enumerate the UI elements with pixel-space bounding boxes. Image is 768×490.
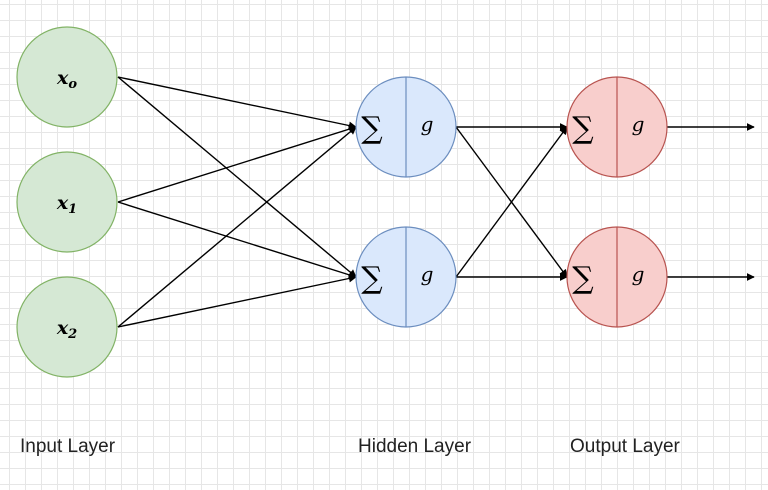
edges-hidden-output bbox=[455, 123, 568, 281]
var-base: x bbox=[56, 67, 69, 89]
input-node-circle bbox=[16, 26, 118, 128]
var-base: x bbox=[56, 192, 69, 214]
sum-symbol: ∑ bbox=[361, 261, 383, 296]
input-node-x2[interactable]: x2 bbox=[16, 276, 118, 378]
edge-x2-h2 bbox=[117, 274, 357, 328]
sum-symbol: ∑ bbox=[361, 111, 383, 146]
edge-h2-o1 bbox=[455, 126, 568, 278]
input-node-circle bbox=[16, 151, 118, 253]
input-node-x1[interactable]: x1 bbox=[16, 151, 118, 253]
input-node-label: x1 bbox=[56, 192, 77, 217]
activation-symbol: g bbox=[632, 112, 645, 136]
sum-symbol: ∑ bbox=[572, 111, 594, 146]
output-layer-label: Output Layer bbox=[570, 436, 680, 457]
hidden-node-1[interactable]: ∑ g bbox=[355, 76, 457, 178]
edge-x1-h1 bbox=[117, 125, 357, 203]
sum-symbol: ∑ bbox=[572, 261, 594, 296]
edge-x1-h2 bbox=[117, 201, 357, 279]
activation-symbol: g bbox=[421, 112, 434, 136]
edge-x2-h1 bbox=[117, 126, 357, 328]
output-arrows bbox=[667, 123, 755, 281]
var-subscript: 1 bbox=[68, 202, 77, 217]
input-node-x0[interactable]: xo bbox=[16, 26, 118, 128]
input-node-label: xo bbox=[56, 67, 77, 92]
hidden-node-2[interactable]: ∑ g bbox=[355, 226, 457, 328]
edge-x0-h2 bbox=[117, 76, 357, 278]
activation-symbol: g bbox=[421, 262, 434, 286]
input-node-circle bbox=[16, 276, 118, 378]
var-base: x bbox=[56, 317, 69, 339]
output-node-2[interactable]: ∑ g bbox=[566, 226, 668, 328]
var-subscript: o bbox=[68, 77, 77, 92]
hidden-layer-label: Hidden Layer bbox=[358, 436, 472, 457]
var-subscript: 2 bbox=[67, 327, 77, 342]
output-node-1[interactable]: ∑ g bbox=[566, 76, 668, 178]
edge-x0-h1 bbox=[117, 76, 357, 130]
input-layer-label: Input Layer bbox=[20, 436, 116, 457]
activation-symbol: g bbox=[632, 262, 645, 286]
input-node-label: x2 bbox=[56, 317, 77, 342]
edges-input-hidden bbox=[117, 76, 357, 328]
